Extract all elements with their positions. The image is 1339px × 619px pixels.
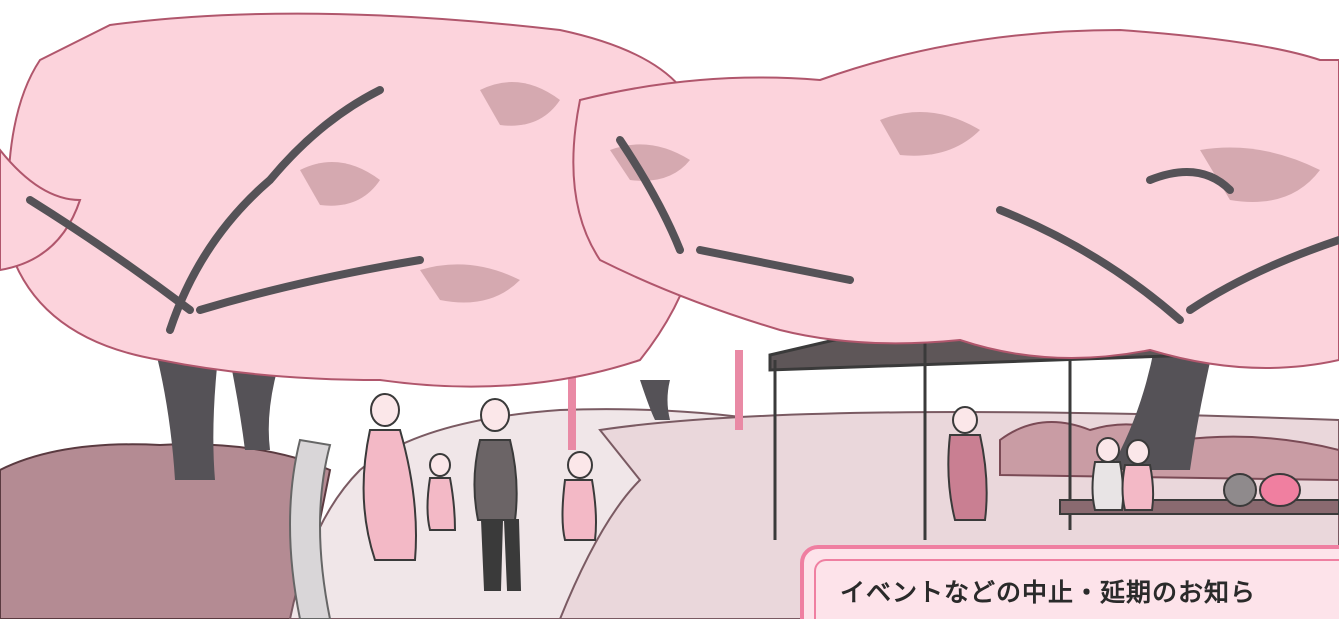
left-lawn xyxy=(0,443,332,619)
people xyxy=(362,393,1301,591)
pink-pole-2 xyxy=(735,350,743,430)
pink-pole xyxy=(568,360,576,450)
stream xyxy=(289,438,332,619)
banner-text[interactable]: イベントなどの中止・延期のお知ら xyxy=(840,578,1257,607)
event-notice-banner[interactable]: イベントなどの中止・延期のお知ら xyxy=(800,545,1339,619)
tree-trunk-mid xyxy=(640,380,670,420)
branches xyxy=(26,86,1339,334)
tree-trunk-left-2 xyxy=(230,360,280,450)
banner-inner-border xyxy=(814,559,1339,619)
